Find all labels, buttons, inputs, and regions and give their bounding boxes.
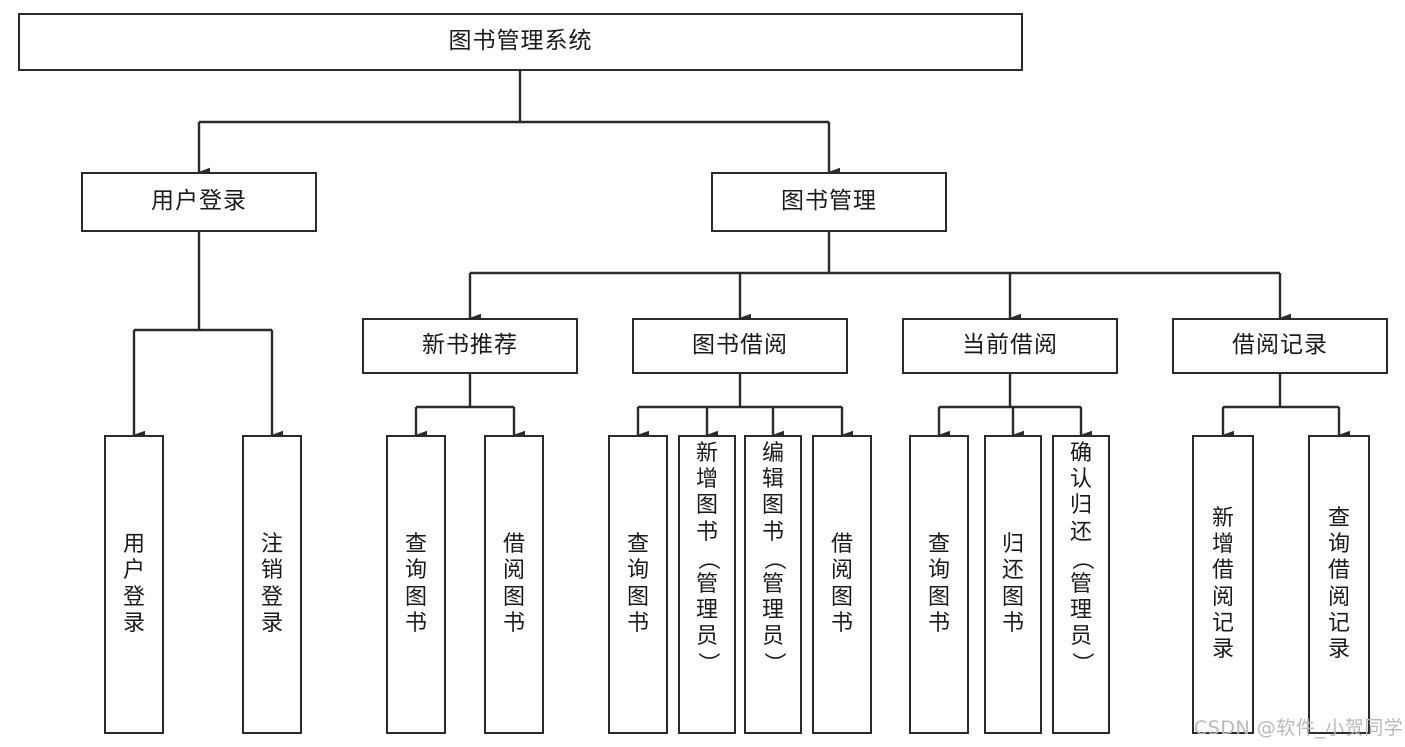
leaf-char: 记 <box>1211 610 1234 636</box>
leaf-borrow-book-1[interactable]: 借阅图书 <box>484 435 544 734</box>
leaf-char: 销 <box>260 558 283 584</box>
leaf-query-book-3[interactable]: 查询图书 <box>909 435 969 734</box>
leaf-char: （ <box>1069 547 1095 570</box>
leaf-char: 询 <box>626 558 649 584</box>
leaf-char: 书 <box>626 610 649 636</box>
leaf-char: 查 <box>626 532 649 558</box>
leaf-char: ） <box>695 652 721 675</box>
leaf-char: 记 <box>1327 610 1350 636</box>
leaf-char: 询 <box>927 558 950 584</box>
leaf-char: 增 <box>1211 532 1234 558</box>
leaf-char: 增 <box>695 467 718 493</box>
leaf-char: 书 <box>502 610 525 636</box>
leaf-char: 新 <box>695 441 718 466</box>
leaf-char: 管 <box>761 571 784 597</box>
leaf-char: 借 <box>1211 558 1234 584</box>
leaf-char: ） <box>1069 652 1095 675</box>
node-root[interactable]: 图书管理系统 <box>18 13 1023 71</box>
node-book-manage[interactable]: 图书管理 <box>711 172 947 232</box>
leaf-char: 查 <box>1327 505 1350 531</box>
leaf-borrow-book-2[interactable]: 借阅图书 <box>812 435 872 734</box>
leaf-char: 书 <box>761 519 784 545</box>
leaf-char: 理 <box>761 598 784 624</box>
leaf-user-login[interactable]: 用户登录 <box>104 435 164 734</box>
leaf-char: 理 <box>695 598 718 624</box>
leaf-char: ） <box>761 652 787 675</box>
leaf-char: 图 <box>404 584 427 610</box>
leaf-char: 管 <box>695 571 718 597</box>
leaf-query-record[interactable]: 查询借阅记录 <box>1308 435 1370 734</box>
leaf-char: 员 <box>761 624 784 650</box>
leaf-char: 录 <box>122 610 145 636</box>
leaf-char: 录 <box>1327 636 1350 662</box>
watermark-credit: CSDN @软件_小贺同学 <box>1194 717 1404 739</box>
node-current-borrow[interactable]: 当前借阅 <box>902 318 1118 374</box>
leaf-char: 理 <box>1069 598 1092 624</box>
node-new-book-recommend[interactable]: 新书推荐 <box>362 318 578 374</box>
leaf-char: 书 <box>1001 610 1024 636</box>
leaf-char: 阅 <box>830 558 853 584</box>
node-book-borrow[interactable]: 图书借阅 <box>632 318 848 374</box>
leaf-char: 员 <box>1069 624 1092 650</box>
leaf-char: 管 <box>1069 571 1092 597</box>
leaf-char: 确 <box>1069 441 1092 466</box>
leaf-char: 查 <box>927 532 950 558</box>
leaf-char: 书 <box>404 610 427 636</box>
leaf-char: 图 <box>1001 584 1024 610</box>
leaf-char: 户 <box>122 558 145 584</box>
leaf-edit-book[interactable]: 编辑图书（管理员） <box>744 435 802 734</box>
leaf-char: 登 <box>122 584 145 610</box>
leaf-logout[interactable]: 注销登录 <box>242 435 302 734</box>
leaf-char: 借 <box>1327 558 1350 584</box>
leaf-char: 归 <box>1069 493 1092 519</box>
leaf-char: 图 <box>626 584 649 610</box>
leaf-char: 归 <box>1001 532 1024 558</box>
leaf-char: 阅 <box>502 558 525 584</box>
leaf-char: 录 <box>260 610 283 636</box>
leaf-add-book[interactable]: 新增图书（管理员） <box>678 435 736 734</box>
leaf-char: 图 <box>927 584 950 610</box>
leaf-char: 借 <box>830 532 853 558</box>
leaf-return-book[interactable]: 归还图书 <box>984 435 1042 734</box>
leaf-char: 书 <box>830 610 853 636</box>
leaf-char: 编 <box>761 441 784 466</box>
leaf-char: 新 <box>1211 505 1234 531</box>
node-borrow-record[interactable]: 借阅记录 <box>1172 318 1388 374</box>
leaf-char: 辑 <box>761 467 784 493</box>
leaf-char: 图 <box>761 493 784 519</box>
leaf-char: 图 <box>830 584 853 610</box>
leaf-confirm-return[interactable]: 确认归还（管理员） <box>1052 435 1110 734</box>
leaf-query-book-1[interactable]: 查询图书 <box>386 435 446 734</box>
leaf-char: 询 <box>1327 532 1350 558</box>
leaf-char: 图 <box>695 493 718 519</box>
leaf-add-record[interactable]: 新增借阅记录 <box>1192 435 1254 734</box>
leaf-char: （ <box>761 547 787 570</box>
leaf-char: 借 <box>502 532 525 558</box>
leaf-char: 还 <box>1001 558 1024 584</box>
leaf-char: 书 <box>927 610 950 636</box>
leaf-char: （ <box>695 547 721 570</box>
leaf-char: 员 <box>695 624 718 650</box>
leaf-char: 还 <box>1069 519 1092 545</box>
leaf-char: 查 <box>404 532 427 558</box>
leaf-char: 认 <box>1069 467 1092 493</box>
leaf-char: 录 <box>1211 636 1234 662</box>
leaf-char: 图 <box>502 584 525 610</box>
leaf-char: 阅 <box>1327 584 1350 610</box>
leaf-query-book-2[interactable]: 查询图书 <box>608 435 668 734</box>
leaf-char: 登 <box>260 584 283 610</box>
leaf-char: 注 <box>260 532 283 558</box>
leaf-char: 询 <box>404 558 427 584</box>
connector-lines <box>132 71 1350 440</box>
node-user-login[interactable]: 用户登录 <box>81 172 317 232</box>
leaf-char: 阅 <box>1211 584 1234 610</box>
leaf-char: 用 <box>122 532 145 558</box>
leaf-char: 书 <box>695 519 718 545</box>
